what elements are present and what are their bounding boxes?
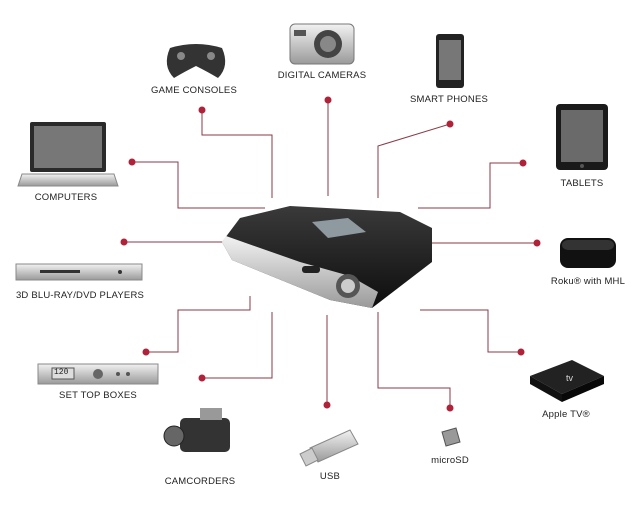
label-usb: USB (319, 471, 341, 482)
tablet-icon (556, 104, 608, 170)
line-tablets (418, 162, 523, 209)
line-microsd (377, 312, 451, 408)
label-digital-cameras: DIGITAL CAMERAS (277, 70, 367, 81)
label-computers: COMPUTERS (34, 192, 98, 203)
projector-image (222, 206, 432, 308)
label-apple-tv: Apple TV® (542, 409, 590, 420)
line-set-top (146, 296, 251, 353)
line-computers (132, 161, 265, 209)
set-top-box-icon (37, 363, 159, 385)
label-set-top-boxes: SET TOP BOXES (59, 390, 137, 401)
label-tablets: TABLETS (560, 178, 604, 189)
apple-tv-logo: tv (566, 373, 574, 383)
microsd-card-icon (441, 427, 461, 447)
apple-tv-icon: tv (530, 360, 604, 402)
label-smart-phones: SMART PHONES (409, 94, 489, 105)
line-smart-phones (377, 123, 451, 198)
game-controller-icon (166, 44, 226, 78)
line-game-consoles (201, 110, 273, 198)
connector-lines (124, 100, 537, 408)
camcorder-icon (163, 408, 230, 452)
label-microsd: microSD (431, 455, 469, 466)
laptop-icon (17, 122, 119, 187)
line-camcorders (202, 312, 273, 379)
set-top-display: 120 (54, 368, 69, 377)
roku-device-icon (560, 238, 616, 268)
bluray-player-icon (15, 263, 143, 281)
smart-phone-icon (436, 34, 464, 88)
usb-drive-icon (299, 429, 359, 467)
digital-camera-icon (289, 23, 355, 65)
connector-dots (120, 96, 541, 412)
label-roku: Roku® with MHL (550, 276, 626, 287)
label-game-consoles: GAME CONSOLES (150, 85, 238, 96)
label-bluray: 3D BLU-RAY/DVD PLAYERS (15, 290, 145, 301)
line-apple-tv (420, 309, 521, 353)
label-camcorders: CAMCORDERS (164, 476, 236, 487)
